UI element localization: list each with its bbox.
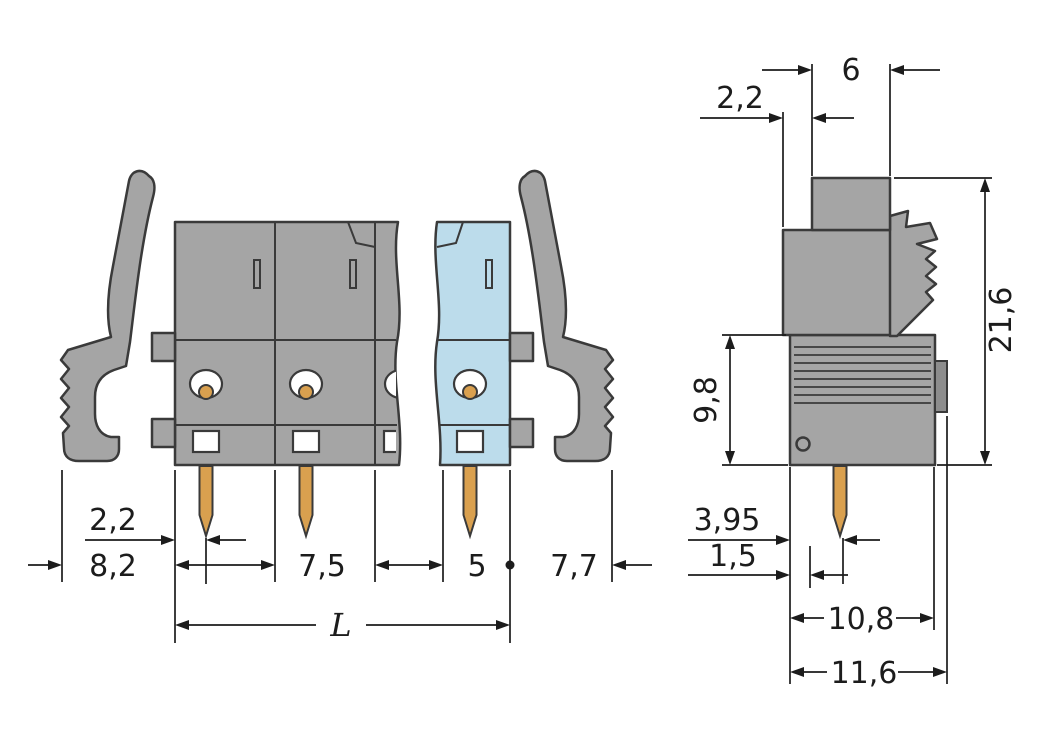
dim-label-6: 6 (841, 53, 860, 88)
side-latch (888, 209, 939, 338)
side-view: 6 2,2 21,6 9,8 3,95 1,5 10,8 11,6 (688, 53, 1019, 691)
dim-label-3-95: 3,95 (694, 503, 761, 538)
dim-label-11-6: 11,6 (831, 656, 898, 691)
front-body-side-tabs (150, 331, 535, 449)
side-top-tab (810, 176, 892, 232)
front-square-openings (191, 429, 485, 454)
mounting-clip-left (59, 169, 156, 463)
solder-pin (462, 465, 478, 540)
side-upper-body (781, 228, 900, 337)
contact-holes (188, 368, 488, 454)
dimension-dot (505, 560, 515, 570)
side-dimension-lines (688, 65, 990, 677)
dim-label-2-2-side: 2,2 (716, 81, 764, 116)
dim-label-5: 5 (467, 549, 486, 584)
dim-label-9-8: 9,8 (689, 376, 724, 424)
dim-label-8-2: 8,2 (89, 549, 137, 584)
side-right-tab (934, 360, 948, 413)
dim-label-10-8: 10,8 (828, 602, 895, 637)
side-rib-lines (794, 346, 931, 404)
front-dimension-lines (28, 535, 652, 630)
front-body (173, 220, 402, 467)
solder-pin (298, 465, 314, 540)
dim-label-7-5: 7,5 (298, 549, 346, 584)
dim-label-21-6: 21,6 (984, 287, 1019, 354)
dim-label-2-2: 2,2 (89, 503, 137, 538)
contact-pin-dot (198, 384, 214, 400)
contact-pin-dot (462, 384, 478, 400)
dim-label-7-7: 7,7 (550, 549, 598, 584)
front-solder-pins (198, 465, 478, 540)
front-pole-details (253, 221, 493, 289)
solder-pin (832, 465, 848, 540)
contact-hole-partial (382, 369, 396, 454)
solder-pin (198, 465, 214, 540)
dim-label-1-5: 1,5 (709, 539, 757, 574)
dim-label-L: L (329, 606, 351, 644)
side-dimension-labels: 6 2,2 21,6 9,8 3,95 1,5 10,8 11,6 (689, 53, 1019, 691)
front-highlight-pole (434, 220, 512, 467)
front-body-partitions (175, 222, 510, 465)
front-view: 2,2 8,2 7,5 5 7,7 L (28, 169, 652, 644)
mounting-clip-right (518, 169, 615, 463)
front-dimension-extension-lines (61, 470, 613, 643)
contact-pin-dot (298, 384, 314, 400)
side-lower-body (788, 333, 937, 467)
side-dimension-extension-lines (722, 64, 992, 684)
side-pivot-hole (795, 436, 811, 452)
front-dimension-labels: 2,2 8,2 7,5 5 7,7 L (89, 503, 598, 644)
